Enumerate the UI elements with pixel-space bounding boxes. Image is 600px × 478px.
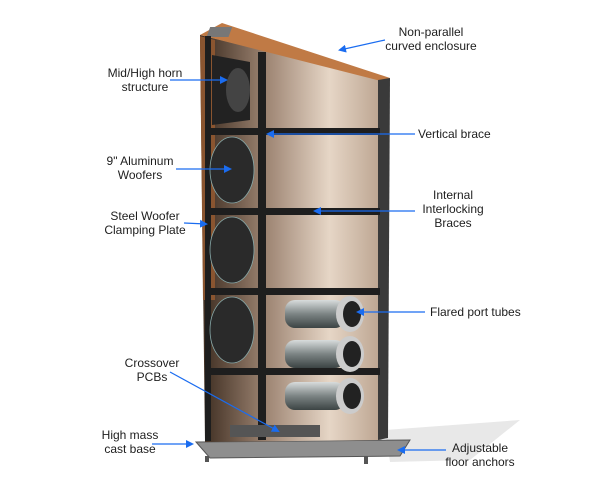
label-line: Adjustable	[451, 441, 509, 455]
interlocking-braces	[205, 36, 380, 441]
vertical-brace	[258, 52, 266, 440]
top-wood-panel	[200, 23, 390, 82]
label-line: Interlocking	[422, 202, 484, 216]
label-line: Braces	[434, 216, 472, 230]
label-line: Non-parallel	[398, 25, 464, 39]
cast-base	[194, 439, 411, 459]
label-line: Mid/High horn	[107, 66, 183, 80]
label-line: Crossover	[124, 356, 180, 370]
label-line: PCBs	[136, 370, 168, 384]
floor-shadow	[385, 420, 520, 462]
label-line: High mass	[101, 428, 159, 442]
label-line: Woofers	[117, 168, 163, 182]
label-line: Vertical brace	[418, 127, 491, 141]
label-anchors: Adjustable floor anchors	[440, 441, 520, 469]
label-port-tubes: Flared port tubes	[430, 305, 521, 319]
label-line: Steel Woofer	[110, 209, 180, 223]
label-base: High mass cast base	[90, 428, 170, 456]
label-line: structure	[121, 80, 169, 94]
label-clamping: Steel Woofer Clamping Plate	[100, 209, 190, 237]
label-line: Internal	[432, 188, 474, 202]
arrow-clamping	[183, 219, 208, 228]
label-line: 9" Aluminum	[106, 154, 174, 168]
port-tubes	[285, 296, 364, 414]
label-line: Flared port tubes	[430, 305, 521, 319]
label-braces: Internal Interlocking Braces	[415, 188, 491, 230]
arrow-crossover	[169, 371, 280, 432]
label-vertical-brace: Vertical brace	[418, 127, 491, 141]
label-line: floor anchors	[445, 455, 515, 469]
woofers	[209, 136, 255, 364]
label-crossover: Crossover PCBs	[115, 356, 189, 384]
floor-anchor	[364, 456, 368, 464]
top-plate	[206, 27, 233, 37]
horn-driver	[212, 55, 250, 125]
label-line: Clamping Plate	[104, 223, 186, 237]
side-panel	[378, 78, 390, 440]
arrow-enclosure	[338, 39, 386, 53]
label-woofers: 9" Aluminum Woofers	[100, 154, 180, 182]
label-enclosure: Non-parallel curved enclosure	[378, 25, 484, 53]
label-horn: Mid/High horn structure	[100, 66, 190, 94]
crossover-pcb	[230, 425, 320, 437]
floor-anchor	[205, 456, 209, 462]
label-line: cast base	[104, 442, 156, 456]
label-line: curved enclosure	[385, 39, 477, 53]
